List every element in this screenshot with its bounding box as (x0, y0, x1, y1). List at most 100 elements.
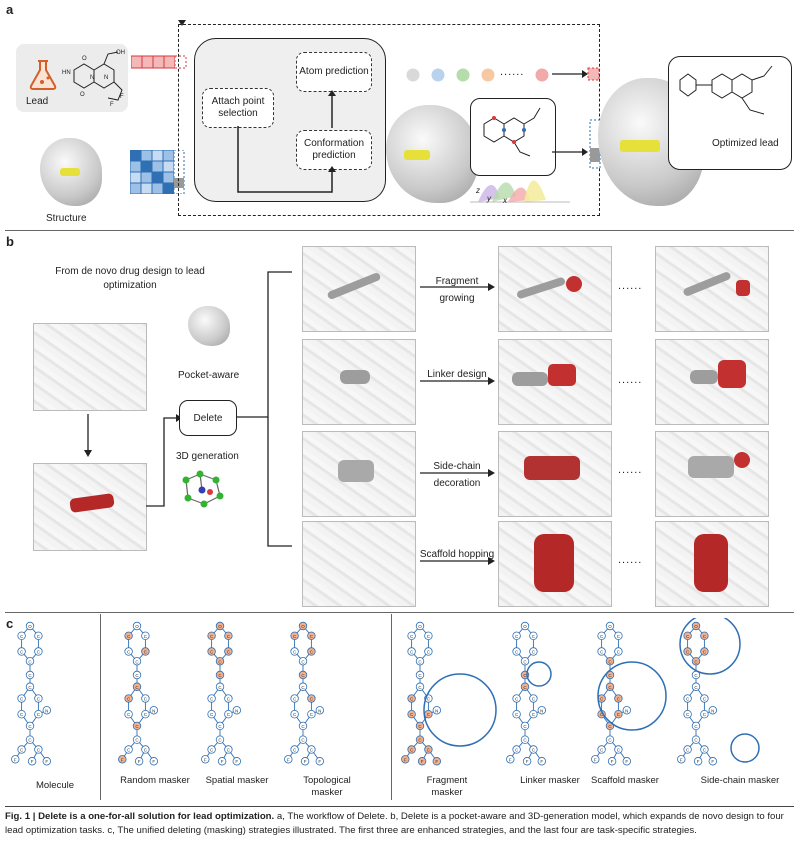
atom-node (224, 745, 233, 754)
atom-letter: F (221, 759, 224, 764)
atom-letter: C (427, 697, 431, 702)
label-topological: Topological masker (303, 775, 351, 798)
atom-letter: C (293, 649, 297, 654)
atom-node (25, 670, 35, 680)
fragment-final-new (736, 280, 750, 296)
atom-node (124, 694, 133, 703)
atom-letter: C (410, 697, 414, 702)
atom-letter: F (287, 757, 290, 762)
atom-node (432, 757, 441, 766)
atom-letter: C (608, 659, 612, 664)
atom-node (683, 647, 692, 656)
atom-letter: C (410, 712, 414, 717)
atom-letter: F (138, 759, 141, 764)
atom-node (232, 757, 241, 766)
atom-node (224, 694, 233, 703)
atom-letter: O (523, 624, 527, 629)
atom-letter: C (310, 649, 314, 654)
atom-letter: C (301, 724, 305, 729)
atom-letter: C (37, 697, 41, 702)
atom-letter: C (127, 697, 131, 702)
atom-node (700, 745, 709, 754)
arrow-linker (420, 377, 495, 385)
delete-box: Delete (179, 400, 237, 436)
atom-node (700, 694, 709, 703)
atom-node (691, 657, 701, 666)
panel-c-letter: c (6, 616, 14, 631)
atom-node (124, 745, 133, 754)
denovo-intro-text: From de novo drug design to lead optimiz… (55, 266, 205, 291)
atom-node (215, 735, 225, 744)
atom-letter: C (532, 697, 536, 702)
atom-node (424, 631, 433, 640)
atom-letter: C (28, 738, 32, 743)
atom-letter: C (600, 649, 604, 654)
atom-node (597, 631, 606, 640)
atom-node (537, 706, 546, 715)
atom-letter: C (227, 697, 231, 702)
atom-node (683, 745, 692, 754)
atom-prediction-box: Atom prediction (296, 52, 372, 92)
atom-node (124, 631, 133, 640)
atom-letter: N (318, 708, 321, 713)
atom-node (520, 657, 530, 666)
atom-letter: C (135, 673, 139, 678)
atom-letter: F (304, 759, 307, 764)
atom-node (42, 757, 51, 766)
atom-node (614, 631, 623, 640)
atom-node (529, 631, 538, 640)
atom-letter: C (210, 747, 214, 752)
atom-node (290, 647, 299, 656)
atom-node (605, 682, 615, 691)
atom-letter: C (427, 712, 431, 717)
atom-letter: N (625, 708, 628, 713)
atom-letter: C (608, 724, 612, 729)
atom-node (34, 709, 43, 719)
atom-node (300, 757, 310, 766)
atom-node (424, 745, 433, 754)
atom-node (614, 694, 623, 703)
atom-node (290, 709, 299, 719)
task-label-linker: Linker design (427, 369, 487, 380)
atom-node (207, 709, 216, 719)
atom-letter: C (144, 649, 148, 654)
caption-title: Fig. 1 | Delete is a one-for-all solutio… (5, 811, 275, 822)
scaffold-final-ligand (694, 534, 728, 592)
arrow-scaffold (420, 557, 495, 565)
atom-node (677, 755, 686, 764)
atom-letter: C (523, 659, 527, 664)
atom-letter: F (540, 759, 543, 764)
atom-letter: C (694, 685, 698, 690)
atom-node (401, 755, 410, 764)
atom-letter: C (515, 712, 519, 717)
atom-o1: O (82, 56, 87, 62)
atom-letter: C (600, 634, 604, 639)
atom-letter: C (20, 712, 24, 717)
atom-letter: C (20, 747, 24, 752)
atom-letter: F (31, 759, 34, 764)
atom-node (693, 757, 703, 766)
atom-node (25, 657, 35, 666)
atom-letter: C (293, 712, 297, 717)
atom-letter: C (301, 685, 305, 690)
atom-node (215, 657, 225, 666)
atom-letter: O (694, 624, 698, 629)
atom-node (415, 735, 425, 744)
atom-node (700, 647, 709, 656)
divider-a-b (5, 230, 794, 231)
atom-letter: C (37, 649, 41, 654)
atom-letter: F (611, 759, 614, 764)
atom-letter: C (532, 649, 536, 654)
atom-node (215, 721, 225, 731)
atom-letter: O (218, 624, 222, 629)
atom-node (215, 682, 225, 691)
atom-letter: C (20, 634, 24, 639)
atom-letter: C (427, 649, 431, 654)
atom-letter: C (135, 685, 139, 690)
atom-letter: F (318, 759, 321, 764)
atom-node (506, 755, 515, 764)
atom-node (215, 670, 225, 680)
atom-letter: C (703, 712, 707, 717)
atom-node (284, 755, 293, 764)
axis-x: x (503, 196, 507, 205)
